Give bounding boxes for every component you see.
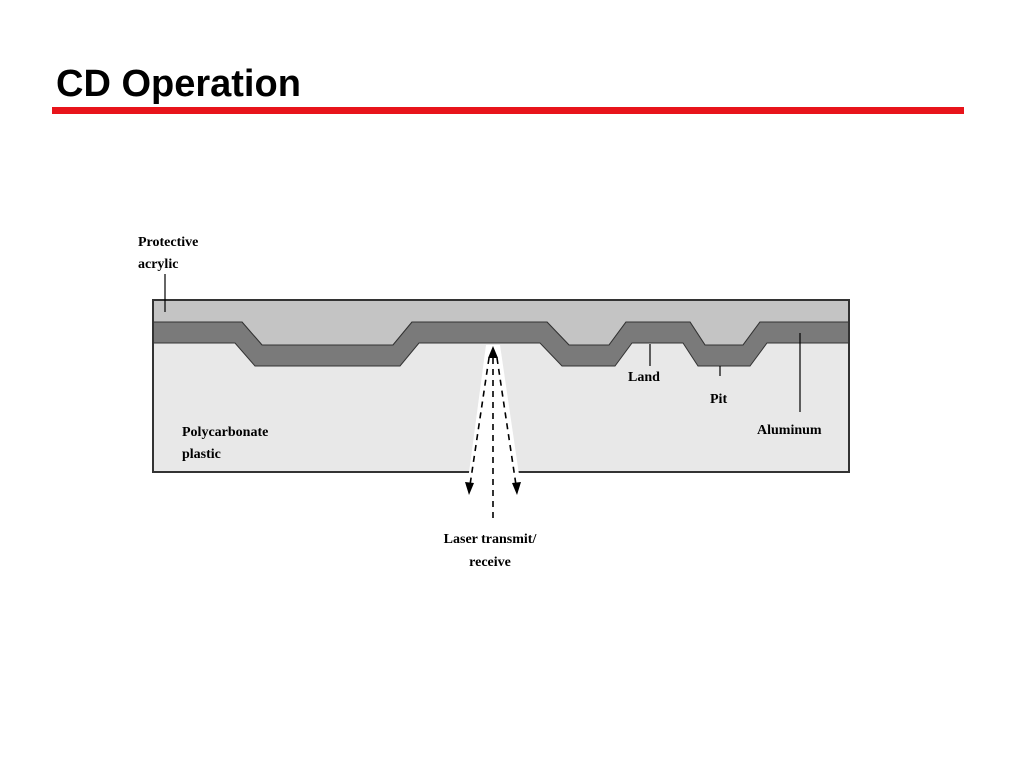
label-polycarbonate-line1: Polycarbonate [182,425,268,440]
title-underline [52,107,964,114]
laser-beam [466,345,522,495]
slide-title: CD Operation [56,63,301,105]
label-protective-acrylic-line1: Protective [138,235,198,250]
label-laser-line1: Laser transmit/ [444,532,538,547]
label-land: Land [628,370,660,385]
label-pit: Pit [710,392,727,407]
arrowhead-up [488,346,498,358]
label-polycarbonate-line2: plastic [182,447,221,462]
laser-arrows [469,355,517,518]
label-protective-acrylic-line2: acrylic [138,257,178,272]
arrowhead-down-left [465,482,474,495]
arrowhead-down-right [512,482,521,495]
label-aluminum: Aluminum [757,423,822,438]
label-laser-line2: receive [469,555,511,570]
laser-arrowheads [465,346,521,495]
